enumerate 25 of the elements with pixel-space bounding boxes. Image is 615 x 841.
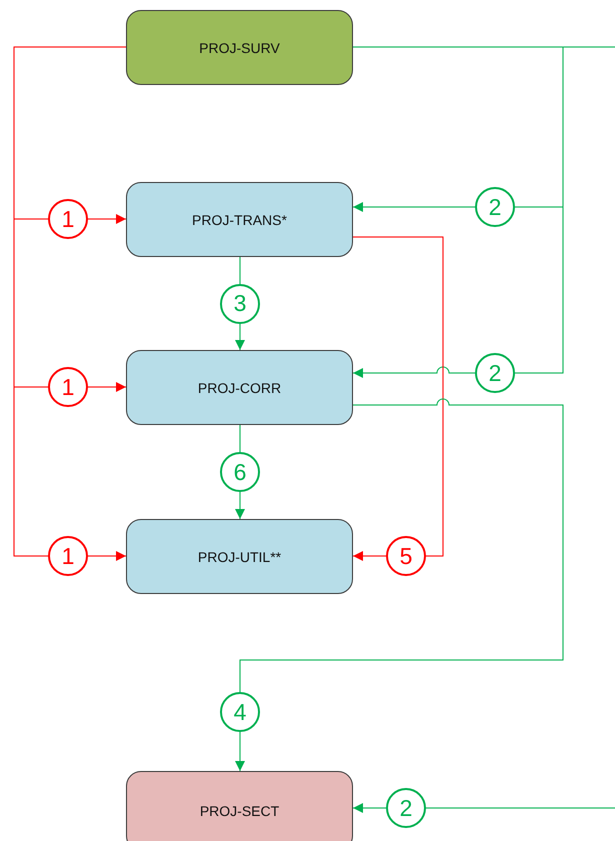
process-box <box>126 519 353 594</box>
edge-label: 2 <box>386 788 426 828</box>
edge-label: 4 <box>220 692 260 732</box>
edge-label: 5 <box>386 536 426 576</box>
node-label: PROJ-TRANS* <box>192 212 287 228</box>
process-box <box>126 10 353 85</box>
process-box <box>126 350 353 425</box>
node-label: PROJ-CORR <box>198 380 282 396</box>
connector-arrow <box>352 236 444 561</box>
node-label: PROJ-SECT <box>200 803 280 819</box>
edge-label: 2 <box>475 353 515 393</box>
node-label: PROJ-UTIL** <box>198 548 282 564</box>
connector-arrow <box>14 46 126 561</box>
edge-label: 1 <box>48 536 88 576</box>
connector-arrow <box>352 46 615 813</box>
edge-label: 2 <box>475 187 515 227</box>
edge-label: 6 <box>220 452 260 492</box>
connector-arrow <box>352 46 564 378</box>
node-label: PROJ-SURV <box>199 40 280 56</box>
edge-label: 1 <box>48 367 88 407</box>
edge-label: 1 <box>48 199 88 239</box>
connector-arrow <box>235 398 564 772</box>
edge-label: 3 <box>220 284 260 324</box>
process-box <box>126 771 353 841</box>
process-box <box>126 182 353 257</box>
